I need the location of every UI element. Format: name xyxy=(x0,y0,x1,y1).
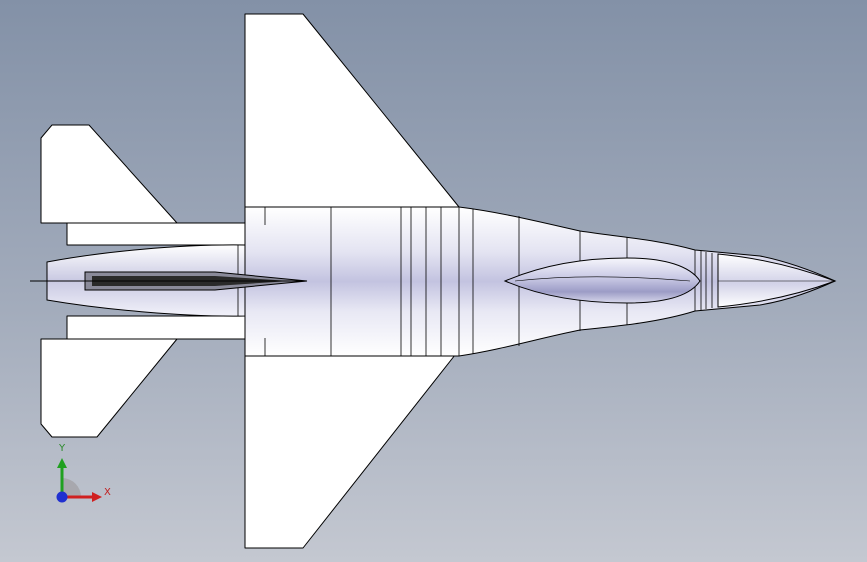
right-horizontal-stabilizer[interactable] xyxy=(40,338,178,438)
upper-tail-boom xyxy=(66,222,246,246)
x-axis-label: X xyxy=(104,487,111,498)
triad-plane-quadrant xyxy=(62,478,81,497)
y-axis-arrowhead xyxy=(57,458,67,468)
left-horizontal-stabilizer[interactable] xyxy=(40,124,178,224)
left-main-wing[interactable] xyxy=(244,13,460,208)
canopy-frame-line xyxy=(514,276,691,282)
x-axis-arrowhead xyxy=(92,492,102,502)
lower-tail-boom xyxy=(66,315,246,340)
right-main-wing[interactable] xyxy=(244,354,456,549)
cockpit-canopy[interactable] xyxy=(503,257,701,304)
view-orientation-triad-icon[interactable] xyxy=(44,440,124,510)
y-axis-label: Y xyxy=(59,443,66,454)
z-axis-dot xyxy=(56,491,68,503)
